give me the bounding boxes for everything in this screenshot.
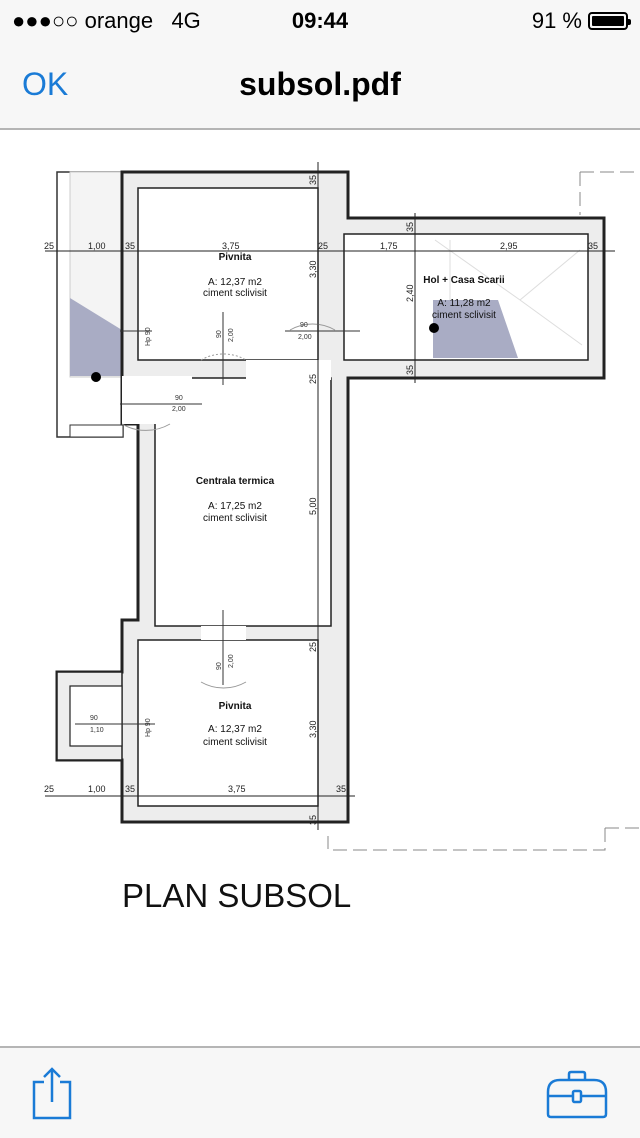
share-button[interactable] xyxy=(30,1066,74,1125)
network-type: 4G xyxy=(171,8,201,33)
signal-strength-icon: ●●●○○ xyxy=(12,8,79,33)
dim-label: 35 xyxy=(588,241,598,251)
stair-shade-right xyxy=(433,300,518,358)
stair-shade-left xyxy=(70,298,122,376)
dim-label: 3,30 xyxy=(308,720,318,738)
window-label: Hp 90 xyxy=(145,327,152,346)
room-finish: ciment sclivisit xyxy=(203,737,267,748)
battery-percent: 91 % xyxy=(531,8,582,33)
bottom-toolbar xyxy=(0,1046,640,1138)
door-height: 2,00 xyxy=(228,328,235,342)
navigation-bar: OK subsol.pdf xyxy=(0,40,640,130)
dim-label: 1,00 xyxy=(88,784,106,794)
room-finish: ciment sclivisit xyxy=(203,288,267,299)
plan-title: PLAN SUBSOL xyxy=(122,877,351,914)
room-area: A: 12,37 m2 xyxy=(208,724,262,735)
dim-label: 35 xyxy=(336,784,346,794)
dim-label: 3,75 xyxy=(222,241,240,251)
battery-icon xyxy=(588,12,631,30)
dim-label: 35 xyxy=(308,815,318,825)
room-name: Pivnita xyxy=(219,701,252,712)
room-area: A: 12,37 m2 xyxy=(208,277,262,288)
clock: 09:44 xyxy=(291,8,349,33)
floor-plan-drawing: 25 1,00 35 3,75 25 1,75 2,95 35 25 1,00 … xyxy=(44,162,640,914)
dim-label: 25 xyxy=(44,784,54,794)
dim-label: 3,30 xyxy=(308,260,318,278)
dim-label: 35 xyxy=(308,175,318,185)
marker-dot xyxy=(91,372,101,382)
dim-label: 25 xyxy=(308,374,318,384)
dim-label: 35 xyxy=(405,222,415,232)
dim-label: 3,75 xyxy=(228,784,246,794)
dim-label: 35 xyxy=(125,784,135,794)
room-name: Centrala termica xyxy=(196,476,275,487)
door-width: 90 xyxy=(300,322,308,329)
dim-label: 35 xyxy=(405,365,415,375)
battery-info: 91 % xyxy=(531,8,631,34)
carrier-info: ●●●○○ orange 4G xyxy=(12,8,201,34)
room-finish: ciment sclivisit xyxy=(203,513,267,524)
tools-button[interactable] xyxy=(546,1070,608,1125)
door-height: 2,00 xyxy=(298,334,312,341)
dim-label: 1,75 xyxy=(380,241,398,251)
dim-label: 25 xyxy=(308,642,318,652)
toolbox-icon xyxy=(546,1070,608,1119)
door-height: 2,00 xyxy=(228,654,235,668)
room-finish: ciment sclivisit xyxy=(432,310,496,321)
room-name: Pivnita xyxy=(219,252,252,263)
window-label: Hp 90 xyxy=(145,718,152,737)
dim-label: 2,95 xyxy=(500,241,518,251)
room-name: Hol + Casa Scarii xyxy=(423,275,505,286)
dim-label: 1,00 xyxy=(88,241,106,251)
room-area: A: 17,25 m2 xyxy=(208,501,262,512)
marker-dot xyxy=(429,323,439,333)
dim-label: 2,40 xyxy=(405,284,415,302)
door-height: 1,10 xyxy=(90,727,104,734)
document-title: subsol.pdf xyxy=(239,66,401,102)
carrier-name: orange xyxy=(84,8,154,33)
dim-label: 5,00 xyxy=(308,497,318,515)
room-area: A: 11,28 m2 xyxy=(437,298,491,309)
pdf-page[interactable]: 25 1,00 35 3,75 25 1,75 2,95 35 25 1,00 … xyxy=(0,130,640,1046)
door-width: 90 xyxy=(216,662,223,670)
status-bar: ●●●○○ orange 4G 09:44 91 % xyxy=(0,0,640,40)
dim-label: 35 xyxy=(125,241,135,251)
share-icon xyxy=(32,1067,72,1120)
dim-label: 25 xyxy=(318,241,328,251)
door-height: 2,00 xyxy=(172,406,186,413)
ok-button[interactable]: OK xyxy=(22,66,69,102)
door-width: 90 xyxy=(175,395,183,402)
door-width: 90 xyxy=(216,330,223,338)
dim-label: 25 xyxy=(44,241,54,251)
door-width: 90 xyxy=(90,715,98,722)
